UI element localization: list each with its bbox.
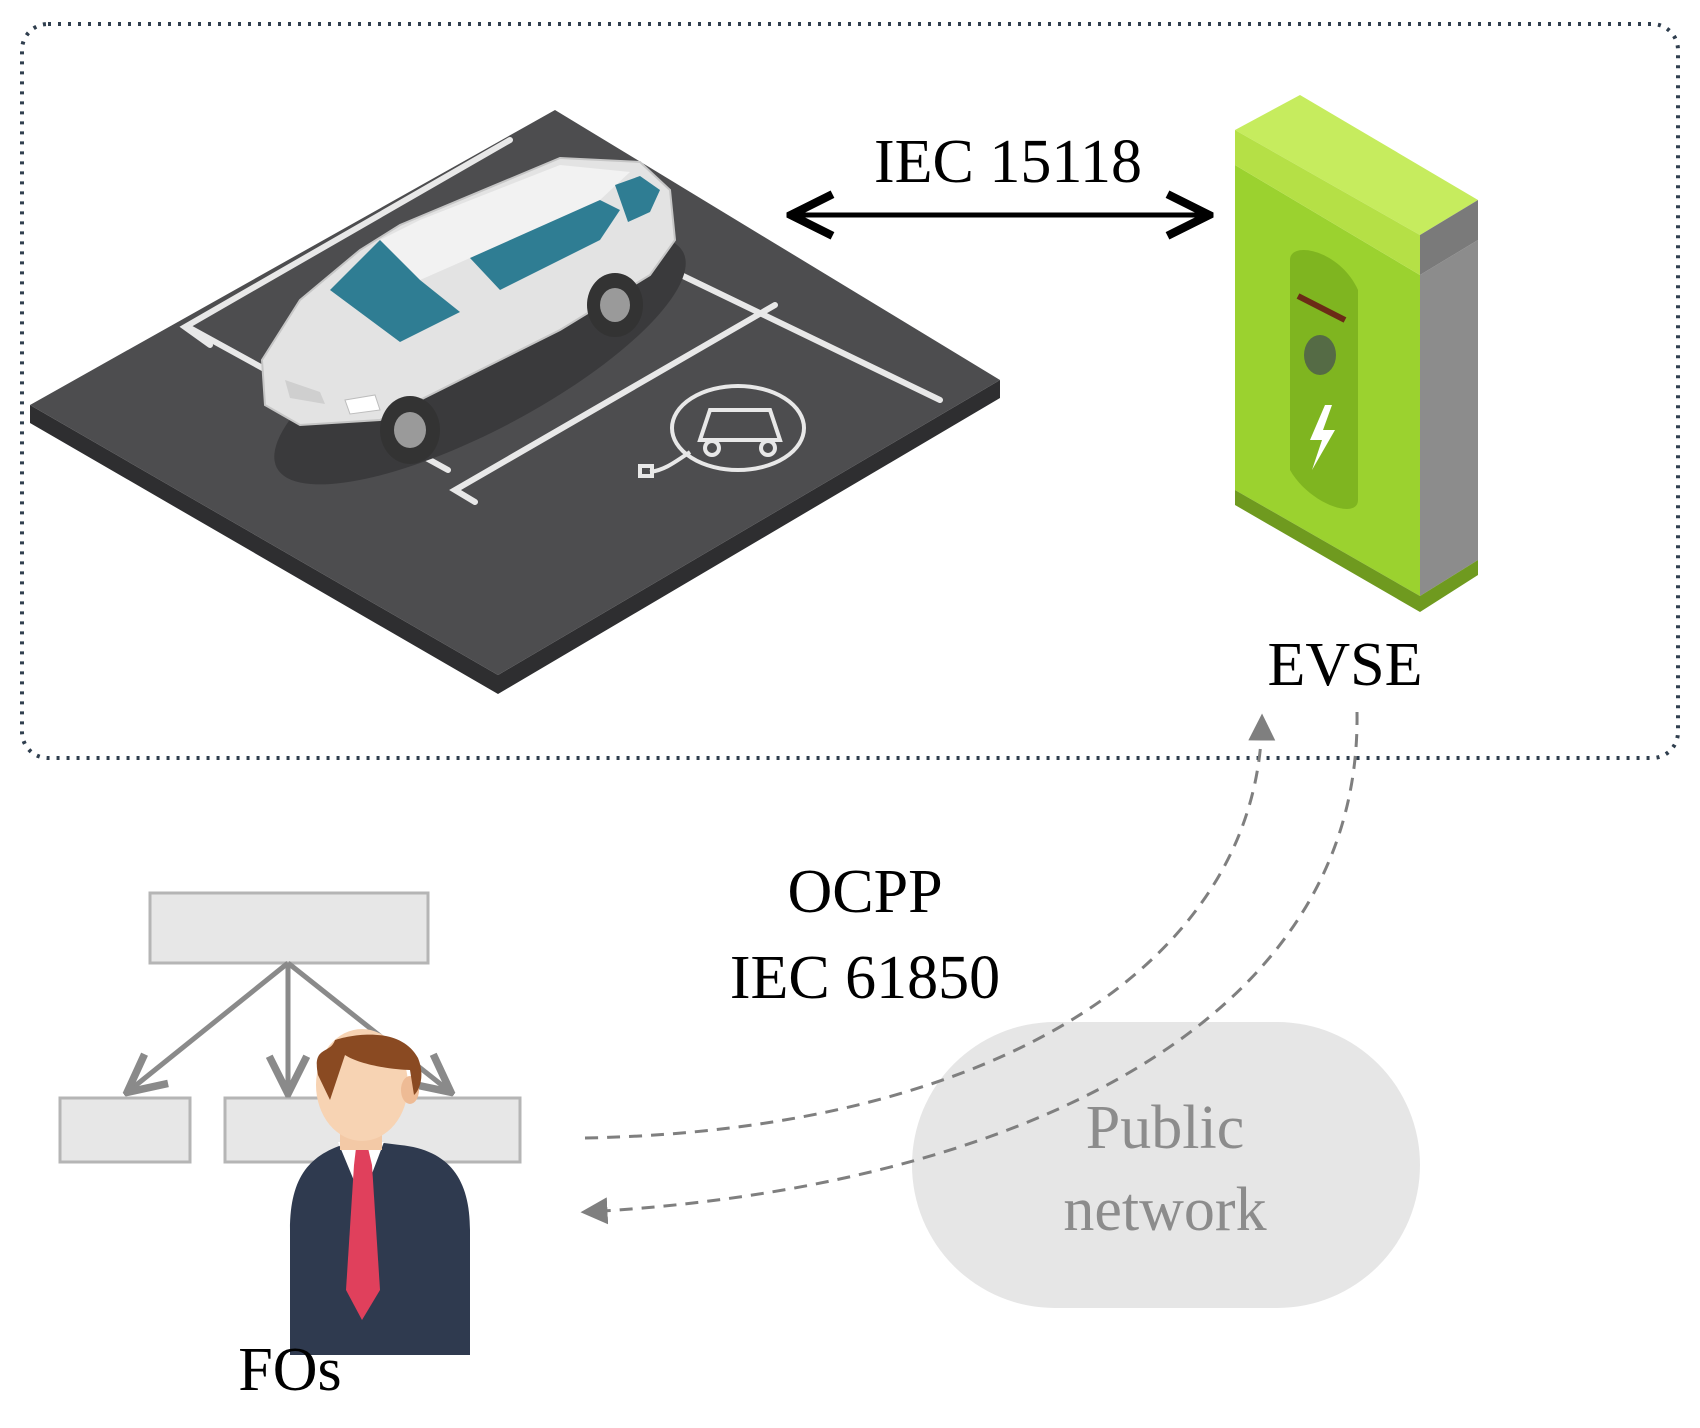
public-network-label-line1: Public: [1086, 1094, 1244, 1162]
parked-ev-illustration: [30, 110, 1000, 694]
business-person-icon: [290, 1029, 470, 1355]
org-chart-icon: [58, 891, 522, 1164]
site-boundary: [20, 22, 1680, 760]
evse-label: EVSE: [1268, 631, 1423, 699]
charging-station-icon: [1235, 95, 1478, 612]
iec15118-label: IEC 15118: [874, 128, 1142, 196]
uplink-to-evse: [584, 713, 1276, 1140]
iec61850-label: IEC 61850: [730, 944, 1000, 1012]
ev-charging-symbol: [638, 384, 806, 478]
fos-label: FOs: [238, 1336, 341, 1404]
ocpp-label: OCPP: [787, 858, 942, 926]
public-network-label-line2: network: [1063, 1176, 1266, 1244]
downlink-to-fos: [580, 711, 1359, 1225]
cloud-shape: [912, 1022, 1420, 1308]
